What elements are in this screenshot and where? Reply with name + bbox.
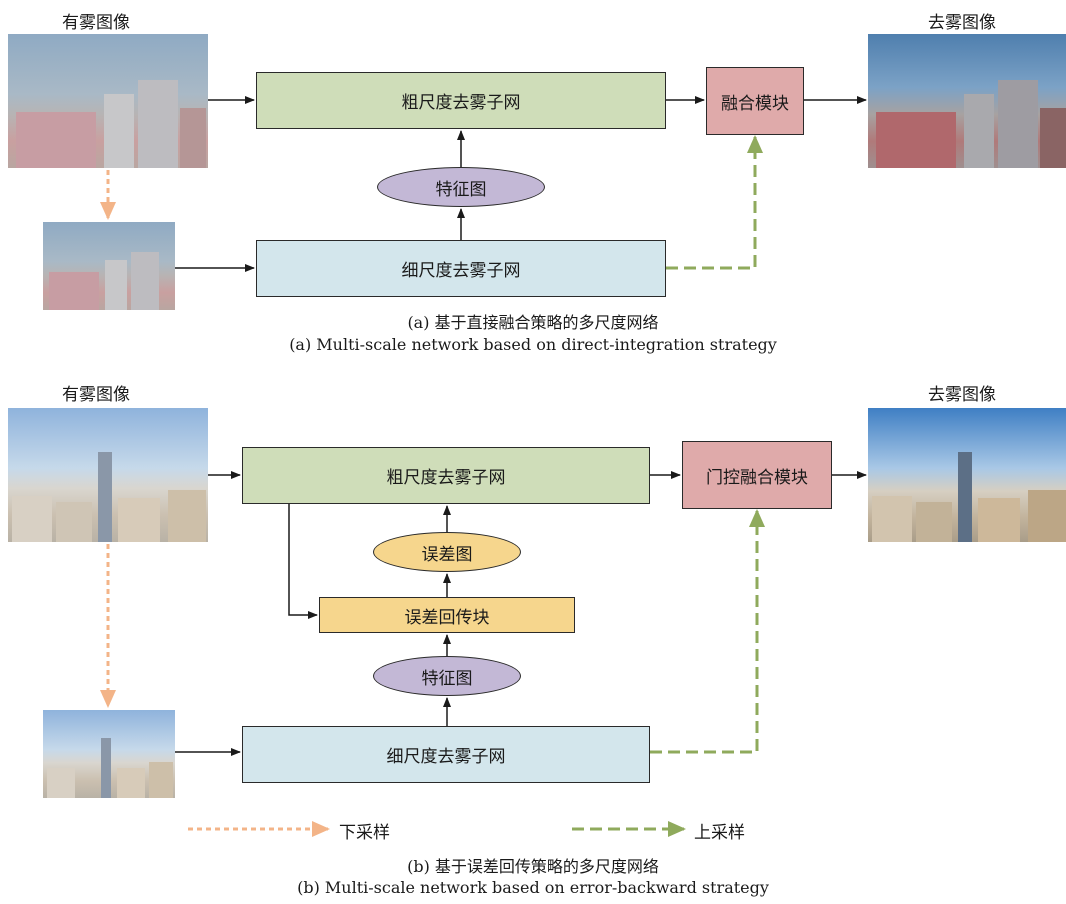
caption-en-b: (b) Multi-scale network based on error-b…	[297, 878, 769, 897]
coarse-subnet-a: 粗尺度去雾子网	[256, 72, 666, 129]
small-hazy-image-b	[43, 710, 175, 798]
legend-upsample-label: 上采样	[694, 823, 745, 843]
dehazed-image-label-b: 去雾图像	[928, 385, 996, 405]
caption-en-a: (a) Multi-scale network based on direct-…	[289, 335, 777, 354]
dehazed-image-a	[868, 34, 1066, 168]
dehazed-image-b	[868, 408, 1066, 542]
error-map-b: 误差图	[373, 532, 521, 572]
feature-map-b: 特征图	[373, 656, 521, 696]
upsample-arrow-a	[666, 135, 763, 270]
coarse-subnet-b: 粗尺度去雾子网	[242, 447, 650, 504]
small-hazy-image-a	[43, 222, 175, 310]
legend-downsample-label: 下采样	[339, 823, 390, 843]
hazy-image-b	[8, 408, 208, 542]
feature-map-a: 特征图	[377, 167, 545, 207]
fine-subnet-a: 细尺度去雾子网	[256, 240, 666, 297]
hazy-image-a	[8, 34, 208, 168]
fine-subnet-b: 细尺度去雾子网	[242, 726, 650, 783]
caption-cn-a: (a) 基于直接融合策略的多尺度网络	[407, 313, 659, 332]
hazy-image-label-b: 有雾图像	[62, 385, 130, 405]
upsample-arrow-b	[650, 509, 765, 754]
hazy-image-label-a: 有雾图像	[62, 13, 130, 33]
arrow-coarse-to-block-b	[288, 504, 318, 619]
caption-cn-b: (b) 基于误差回传策略的多尺度网络	[407, 857, 659, 876]
gated-fusion-module-b: 门控融合模块	[682, 441, 832, 509]
dehazed-image-label-a: 去雾图像	[928, 13, 996, 33]
fusion-module-a: 融合模块	[706, 67, 804, 135]
error-backward-block-b: 误差回传块	[319, 597, 575, 633]
